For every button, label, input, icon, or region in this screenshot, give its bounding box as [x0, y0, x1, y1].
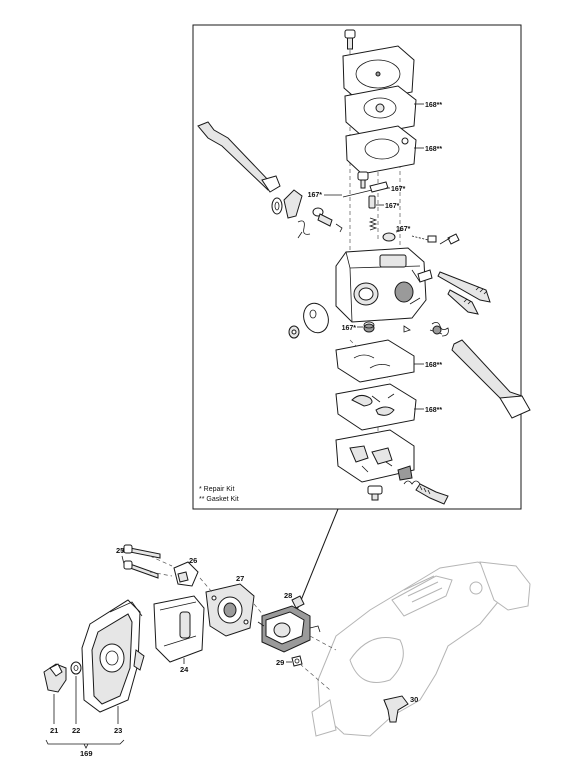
carb-gasket-upper [344, 85, 417, 137]
part-23-filter-cover [81, 599, 145, 713]
jet-screw [411, 233, 460, 245]
part-22-washer [70, 661, 82, 675]
throttle-plate [303, 302, 329, 334]
callout-24: 24 [180, 665, 189, 674]
callout-167-lever: 167* [391, 186, 406, 193]
choke-spring [297, 220, 311, 239]
callout-27: 27 [236, 574, 244, 583]
callout-28: 28 [284, 591, 292, 600]
throttle-plate-screw [288, 325, 300, 339]
pump-cover [335, 429, 415, 483]
choke-shaft [197, 121, 281, 193]
choke-detent [312, 207, 343, 233]
mixture-needle-high [437, 271, 491, 303]
part-30-knob [383, 695, 409, 723]
welch-plug [382, 232, 396, 242]
callout-22: 22 [72, 726, 80, 735]
engine-housing-outline [311, 561, 531, 737]
part-24-air-filter [153, 595, 205, 663]
callout-168-middle: 168** [425, 146, 442, 153]
callout-26: 26 [189, 556, 197, 565]
part-29-nut [291, 655, 303, 667]
callout-167-needle: 167* [385, 203, 400, 210]
callout-30: 30 [410, 695, 418, 704]
callout-169: 169 [80, 749, 93, 758]
assembly-axis-lower [149, 555, 337, 691]
part-21-cover-knob [43, 663, 67, 693]
mixture-needle-low [447, 289, 479, 315]
idle-adjust-screw [415, 483, 449, 505]
carb-diaphragm [345, 125, 417, 175]
inlet-needle [368, 195, 376, 209]
callout-167-plug: 167* [396, 226, 411, 233]
throttle-return-spring [429, 322, 449, 337]
throttle-shaft [451, 339, 531, 419]
part-25-screws [123, 544, 161, 579]
choke-lever [271, 189, 303, 219]
callout-21: 21 [50, 726, 58, 735]
lower-welch-plug [363, 321, 375, 333]
part-26-spacer [173, 561, 199, 587]
legend-gasket-kit: ** Gasket Kit [199, 496, 239, 503]
pump-diaphragm [335, 383, 417, 431]
small-pin [403, 325, 411, 333]
idle-spring [403, 480, 421, 485]
carburetor-body [335, 247, 433, 323]
metering-spring [368, 217, 378, 231]
callout-23: 23 [114, 726, 122, 735]
pump-cover-screw [367, 485, 383, 501]
kit-169-bracket [45, 739, 125, 749]
callout-168-upper: 168** [425, 102, 442, 109]
callout-167-lower: 167* [342, 325, 357, 332]
callout-168-pump-diaphragm: 168** [425, 407, 442, 414]
part-28-carburetor [257, 595, 321, 653]
callout-168-pump-gasket: 168** [425, 362, 442, 369]
legend-repair-kit: * Repair Kit [199, 486, 234, 493]
callout-167-pin: 167* [308, 192, 323, 199]
pump-gasket [335, 339, 415, 383]
callout-25: 25 [116, 546, 124, 555]
callout-29: 29 [276, 658, 284, 667]
part-27-carb-mount [205, 583, 255, 637]
diaphragm-cover-screw [344, 29, 356, 50]
